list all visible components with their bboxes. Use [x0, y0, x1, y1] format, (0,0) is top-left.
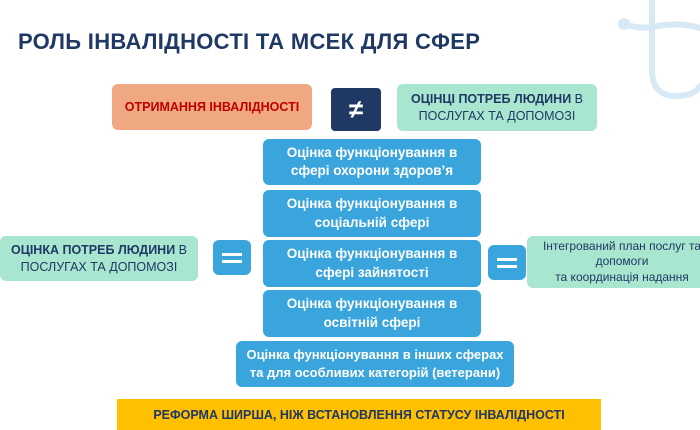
equals-icon-left — [213, 240, 251, 275]
integrated-plan-box: Інтегрований план послуг та допомоги та … — [527, 236, 700, 288]
disability-status-box: ОТРИМАННЯ ІНВАЛІДНОСТІ — [112, 84, 312, 130]
equals-icon-right — [488, 245, 526, 280]
integrated-plan-line1: Інтегрований план послуг та — [542, 238, 700, 253]
integrated-plan-line3: та координація надання — [555, 269, 689, 284]
needs-assessment-rest: В ПОСЛУГАХ ТА ДОПОМОЗІ — [418, 92, 583, 123]
needs-assessment-box-left: ОЦІНКА ПОТРЕБ ЛЮДИНИ В ПОСЛУГАХ ТА ДОПОМ… — [0, 236, 198, 281]
needs-assessment-left-rest: В ПОСЛУГАХ ТА ДОПОМОЗІ — [20, 243, 188, 274]
needs-assessment-bold: ОЦІНЦІ ПОТРЕБ ЛЮДИНИ — [411, 92, 572, 107]
assessment-education: Оцінка функціонування в освітній сфері — [263, 290, 481, 337]
assessment-other-categories: Оцінка функціонування в інших сферах та … — [236, 341, 514, 387]
integrated-plan-line2: допомоги — [595, 254, 649, 269]
decorative-logo — [618, 0, 700, 100]
assessment-employment: Оцінка функціонування в сфері зайнятості — [263, 240, 481, 287]
assessment-social: Оцінка функціонування в соціальній сфері — [263, 190, 481, 237]
needs-assessment-left-bold: ОЦІНКА ПОТРЕБ ЛЮДИНИ — [10, 243, 176, 258]
needs-assessment-box-top: ОЦІНЦІ ПОТРЕБ ЛЮДИНИ В ПОСЛУГАХ ТА ДОПОМ… — [397, 84, 597, 131]
page-title: РОЛЬ ІНВАЛІДНОСТІ ТА МСЕК ДЛЯ СФЕР — [18, 29, 481, 54]
not-equal-sign: ≠ — [331, 88, 381, 131]
assessment-health: Оцінка функціонування в сфері охорони зд… — [263, 139, 481, 185]
reform-banner: РЕФОРМА ШИРША, НІЖ ВСТАНОВЛЕННЯ СТАТУСУ … — [117, 399, 601, 430]
